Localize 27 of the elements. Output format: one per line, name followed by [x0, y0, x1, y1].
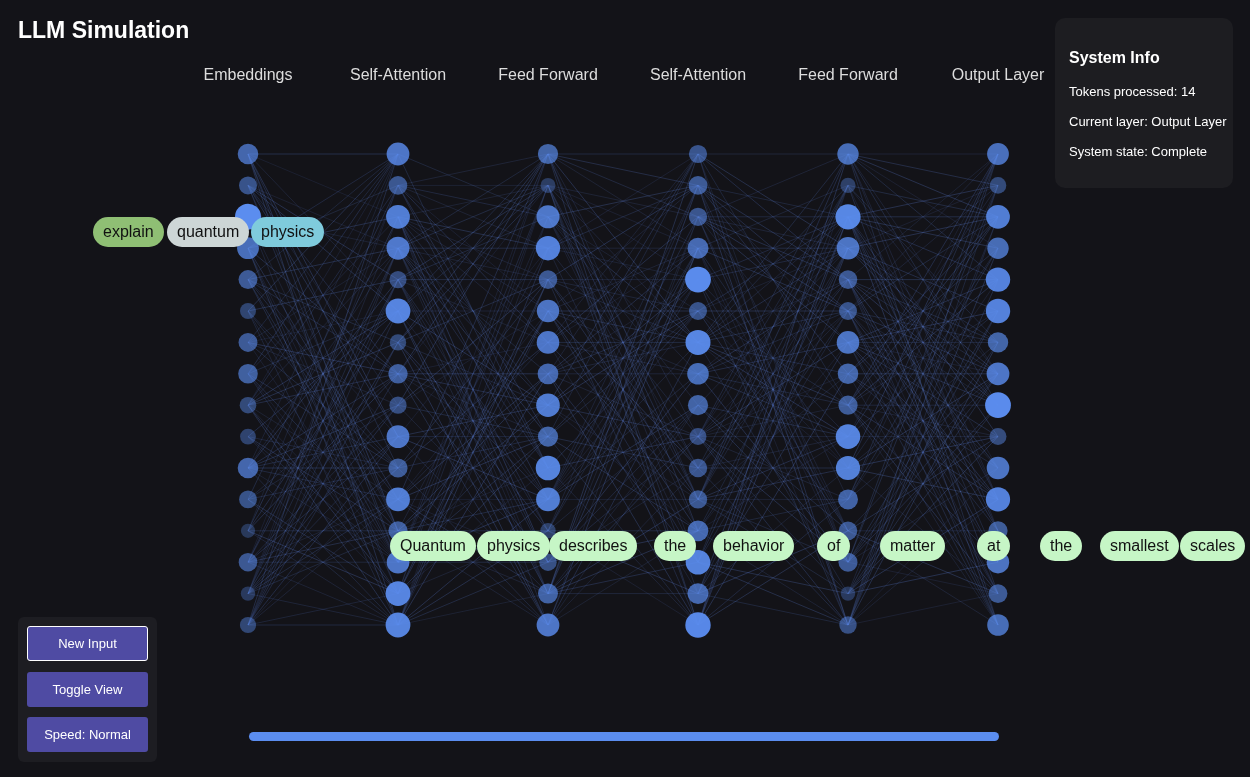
token-chip: of	[817, 531, 851, 561]
new-input-button: New Input	[27, 626, 148, 661]
status-text: Current layer: Output Layer	[1069, 114, 1227, 129]
token-chip: behavior	[713, 531, 795, 561]
token-chip: explain	[93, 217, 164, 247]
toggle-view-button: Toggle View	[27, 672, 148, 707]
layer-label: Embeddings	[203, 66, 293, 84]
token-chip: at	[977, 531, 1011, 561]
token-chip: describes	[549, 531, 638, 561]
status-text: System state: Complete	[1069, 144, 1207, 159]
layer-label: Feed Forward	[498, 66, 598, 84]
token-chip: the	[1040, 531, 1083, 561]
layer-label: Self-Attention	[649, 66, 747, 84]
layer-label: Self-Attention	[349, 66, 447, 84]
token-chip: Quantum	[390, 531, 476, 561]
panel-heading: System Info	[1069, 49, 1160, 67]
page-title: LLM Simulation	[18, 17, 190, 44]
speed-button: Speed: Normal	[27, 717, 148, 752]
token-chip: quantum	[167, 217, 250, 247]
token-chip: physics	[477, 531, 551, 561]
token-chip: matter	[880, 531, 946, 561]
token-chip: the	[654, 531, 697, 561]
layer-label: Feed Forward	[798, 66, 898, 84]
status-text: Tokens processed: 14	[1069, 84, 1196, 99]
token-chip: smallest	[1100, 531, 1179, 561]
token-chip: physics	[251, 217, 325, 247]
token-chip: scales	[1180, 531, 1246, 561]
